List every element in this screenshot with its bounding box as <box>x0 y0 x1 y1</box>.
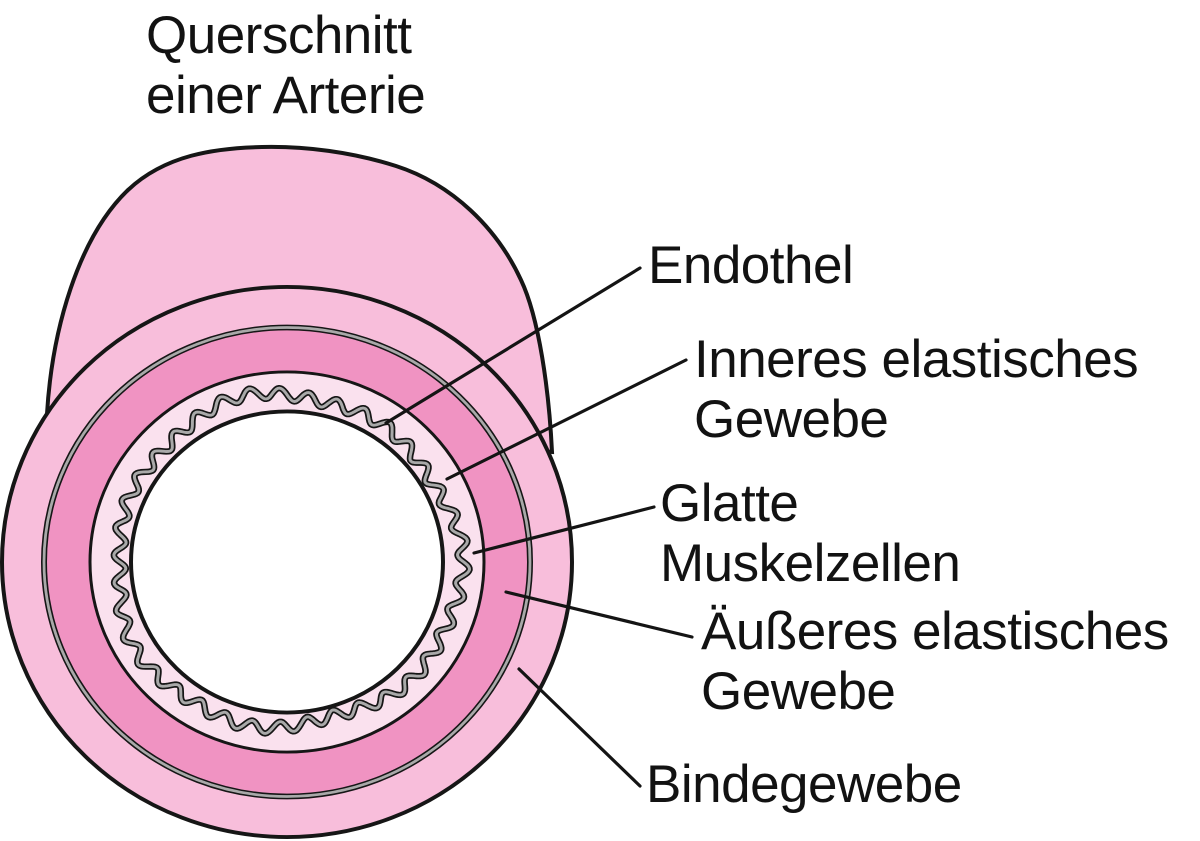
label-inneres-elastisches-gewebe: Inneres elastisches Gewebe <box>694 330 1139 450</box>
label-inneres-line-2: Gewebe <box>694 389 889 449</box>
label-aeusseres-line-1: Äußeres elastisches <box>701 602 1169 661</box>
label-endothel-text: Endothel <box>648 236 854 295</box>
title-line-1: Querschnitt <box>146 6 412 65</box>
inner-elastic-wavy-line-gray <box>112 386 471 735</box>
label-bindegewebe-text: Bindegewebe <box>646 755 962 814</box>
outer-elastic-line-gray <box>42 326 532 798</box>
label-glatte-line-2: Muskelzellen <box>660 533 961 593</box>
pointer-lines <box>384 266 694 788</box>
title-line-2: einer Arterie <box>146 65 426 125</box>
cross-section-face <box>0 285 574 839</box>
label-aeusseres-elastisches-gewebe: Äußeres elastisches Gewebe <box>701 602 1169 722</box>
label-endothel: Endothel <box>648 236 854 296</box>
pointer-line-bindegewebe <box>517 667 642 788</box>
lumen <box>129 409 445 715</box>
label-inneres-line-1: Inneres elastisches <box>694 330 1139 389</box>
label-glatte-line-1: Glatte <box>660 474 799 533</box>
diagram-title: Querschnitt einer Arterie <box>146 6 426 126</box>
pointer-line-inneres <box>445 358 688 481</box>
label-aeusseres-line-2: Gewebe <box>701 661 896 721</box>
label-glatte-muskelzellen: Glatte Muskelzellen <box>660 474 961 594</box>
label-bindegewebe: Bindegewebe <box>646 755 962 815</box>
pointer-line-aeusseres <box>504 590 694 639</box>
pointer-line-glatte <box>472 505 656 555</box>
pointer-line-endothel <box>384 266 642 425</box>
